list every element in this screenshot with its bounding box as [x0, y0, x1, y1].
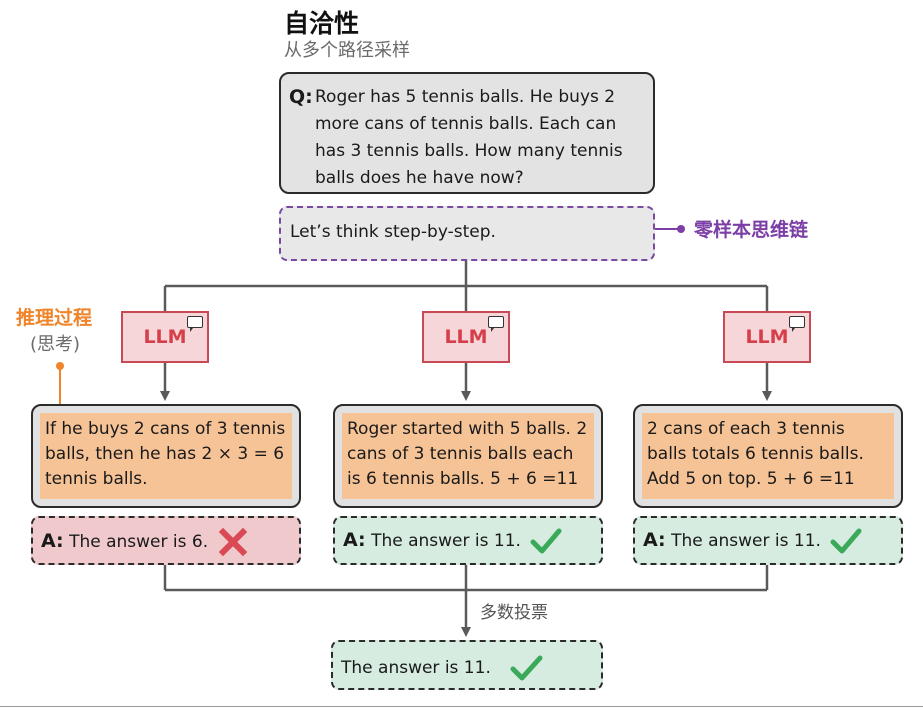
reasoning-text-2: Roger started with 5 balls. 2 cans of 3 …: [342, 413, 594, 499]
reasoning-box-3: 2 cans of each 3 tennis balls totals 6 t…: [633, 404, 903, 508]
final-answer-box: The answer is 11.: [331, 640, 603, 690]
llm-label: LLM: [143, 326, 187, 348]
cot-label: 零样本思维链: [694, 219, 809, 241]
check-icon: [830, 528, 862, 554]
answer-box-3: A: The answer is 11.: [633, 516, 903, 565]
check-icon: [530, 528, 562, 554]
majority-vote-label: 多数投票: [480, 603, 548, 623]
final-answer-text: The answer is 11.: [341, 658, 491, 678]
reasoning-box-1: If he buys 2 cans of 3 tennis balls, the…: [31, 404, 301, 508]
speech-bubble-icon: [187, 316, 203, 332]
cross-icon: [218, 527, 247, 557]
answer-label: A:: [343, 529, 366, 551]
llm-label: LLM: [444, 326, 488, 348]
diagram-subtitle: 从多个路径采样: [284, 40, 410, 61]
reasoning-text-3: 2 cans of each 3 tennis balls totals 6 t…: [642, 413, 894, 499]
cot-prompt-box: Let’s think step-by-step.: [279, 206, 655, 261]
reasoning-label: 推理过程: [16, 307, 93, 329]
reasoning-sublabel: (思考): [30, 334, 81, 355]
answer-text: The answer is 11.: [671, 531, 821, 551]
answer-box-2: A: The answer is 11.: [333, 516, 603, 565]
cot-prompt-text: Let’s think step-by-step.: [290, 222, 496, 242]
llm-node-2: LLM: [422, 311, 510, 363]
answer-label: A:: [41, 530, 64, 552]
answer-text: The answer is 6.: [69, 532, 209, 552]
check-icon: [510, 655, 543, 681]
bottom-divider: [0, 706, 923, 707]
question-box: Q: Roger has 5 tennis balls. He buys 2 m…: [279, 72, 655, 194]
llm-node-3: LLM: [723, 311, 811, 363]
reasoning-box-2: Roger started with 5 balls. 2 cans of 3 …: [333, 404, 603, 508]
reasoning-text-1: If he buys 2 cans of 3 tennis balls, the…: [40, 413, 292, 499]
speech-bubble-icon: [789, 316, 805, 332]
llm-label: LLM: [745, 326, 789, 348]
answer-box-1: A: The answer is 6.: [31, 516, 301, 565]
speech-bubble-icon: [488, 316, 504, 332]
question-text: Roger has 5 tennis balls. He buys 2 more…: [315, 87, 623, 188]
diagram-title: 自洽性: [284, 9, 360, 38]
answer-label: A:: [643, 529, 666, 551]
llm-node-1: LLM: [121, 311, 209, 363]
question-label: Q:: [289, 86, 313, 108]
answer-text: The answer is 11.: [371, 531, 521, 551]
